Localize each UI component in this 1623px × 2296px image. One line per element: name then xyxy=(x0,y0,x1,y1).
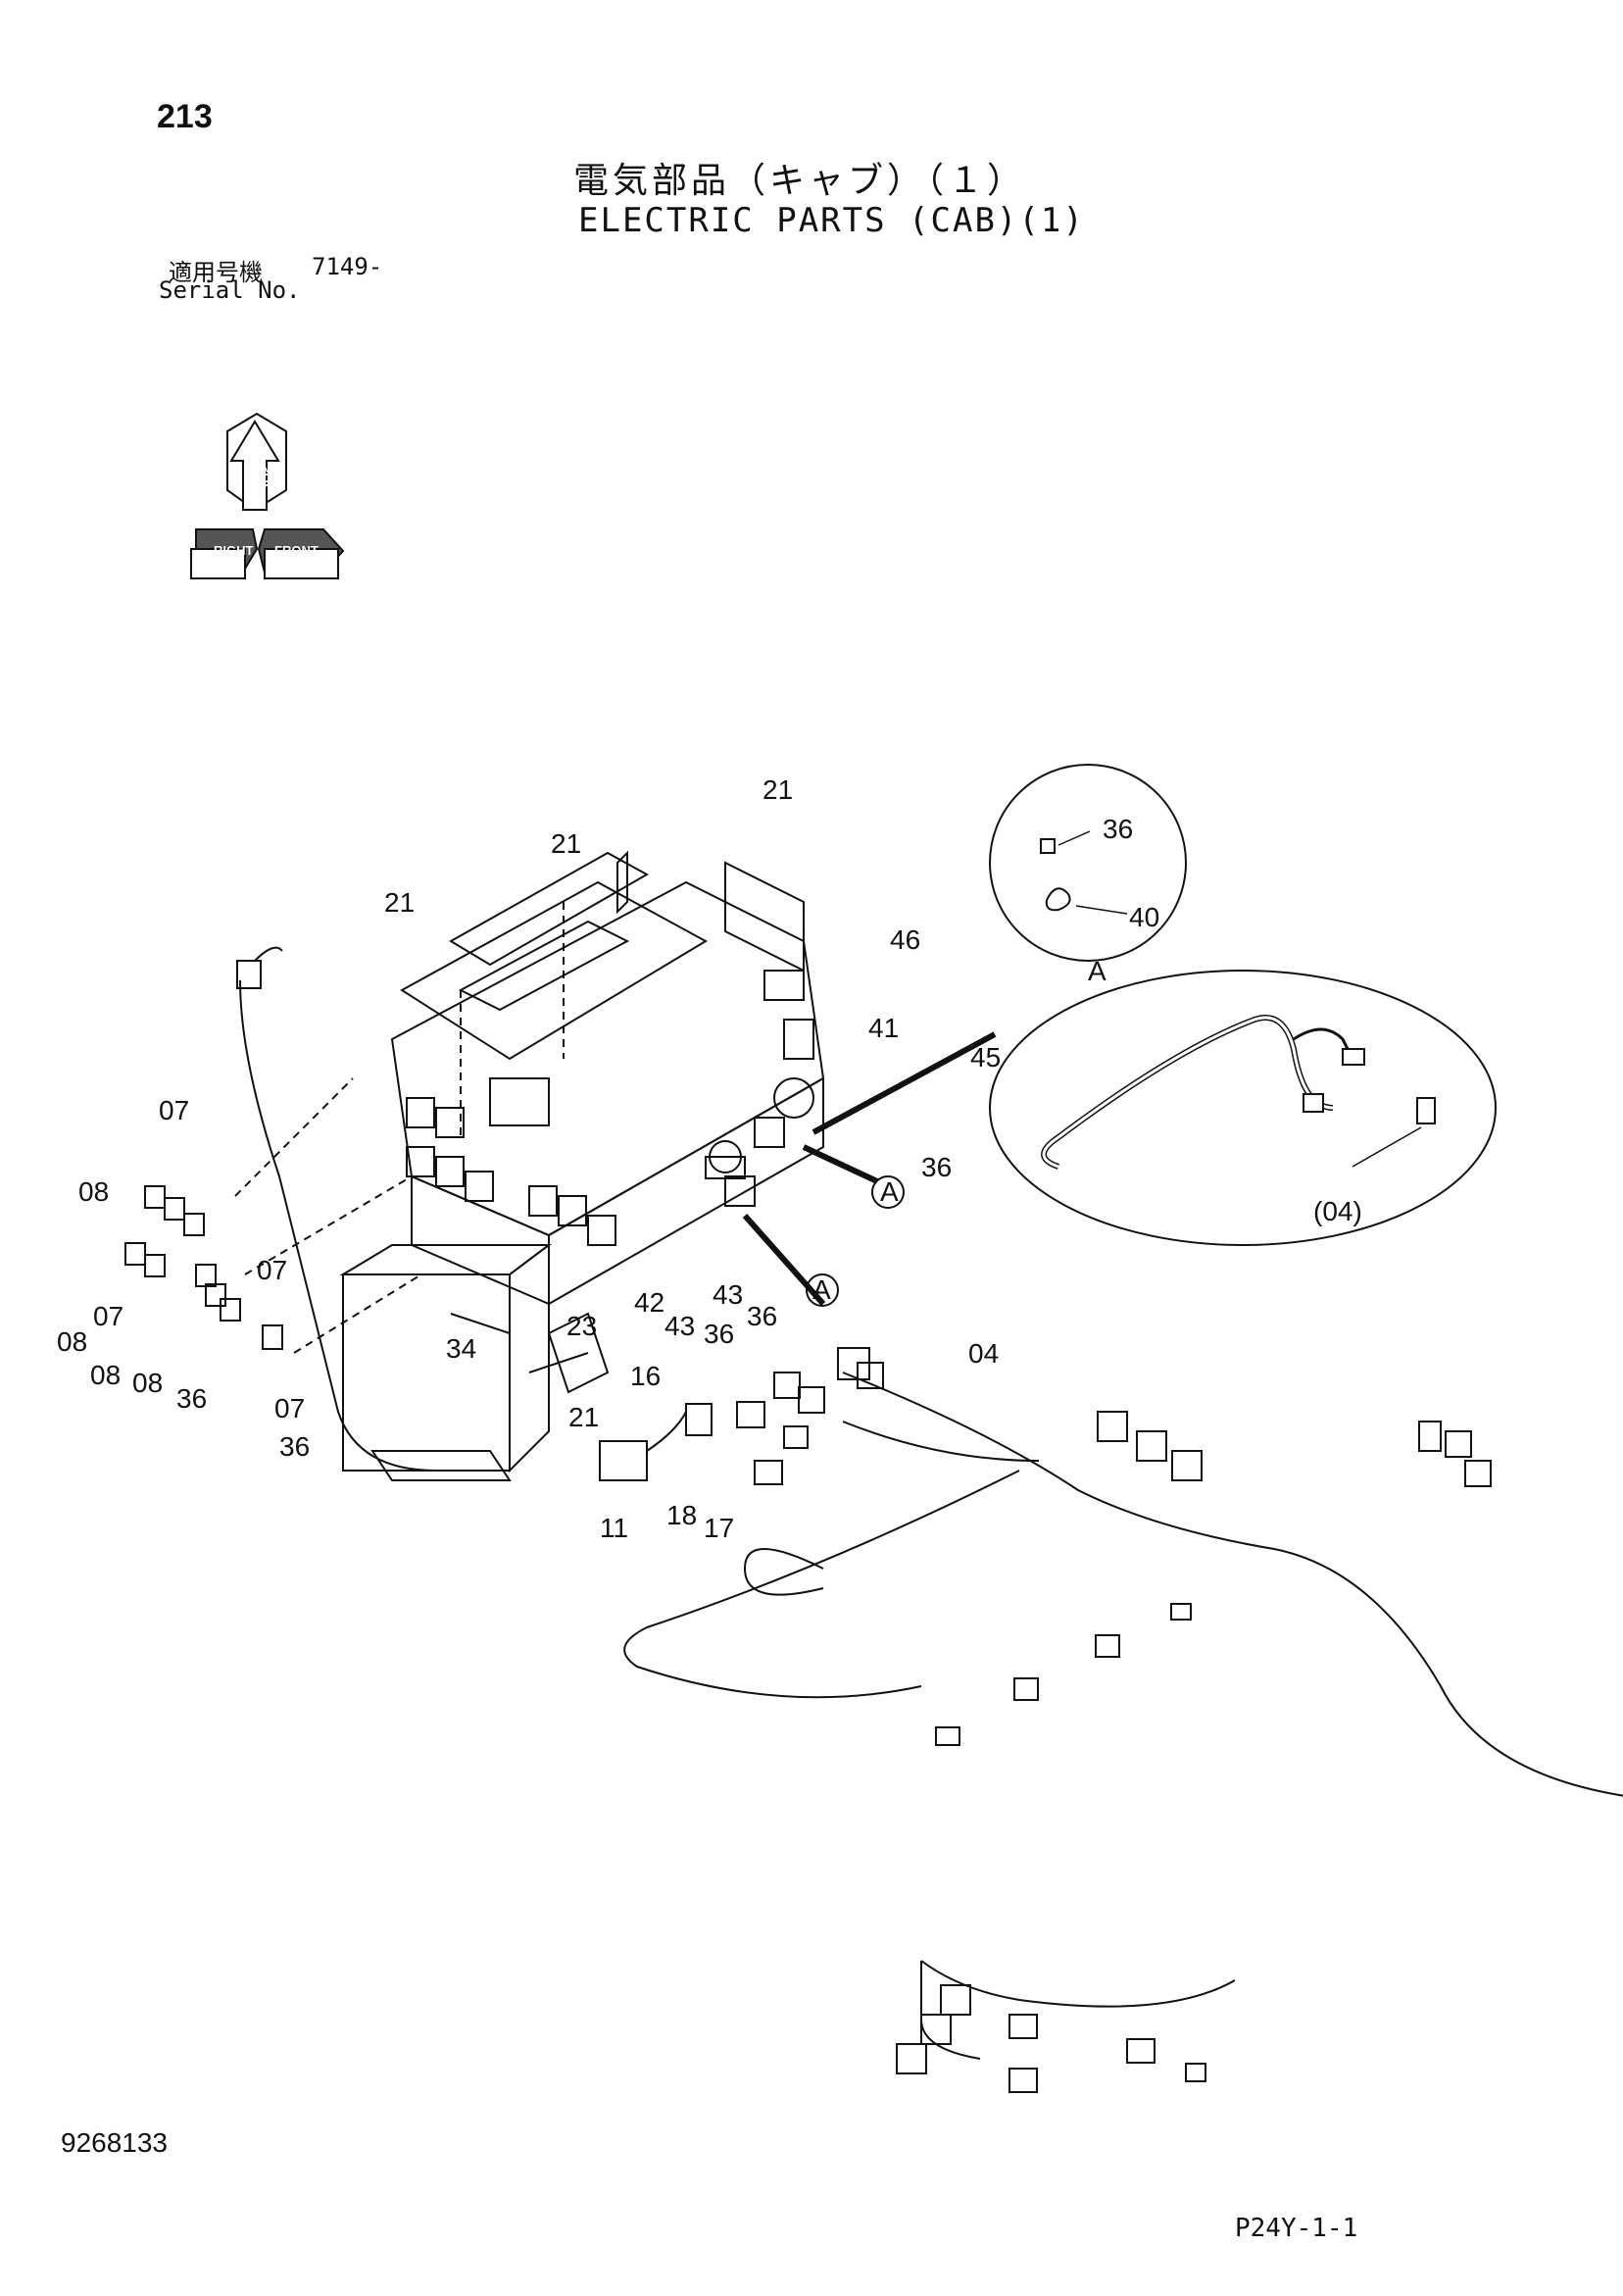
callout-label: 45 xyxy=(970,1042,1001,1073)
callout-label: 43 xyxy=(664,1311,695,1341)
detail-a-circle xyxy=(989,764,1187,962)
serial-label-english: Serial No. xyxy=(159,276,301,304)
serial-value: 7149- xyxy=(312,253,383,280)
cab-electrical-assembly xyxy=(124,850,1623,2093)
part-callouts: 21 21 21 36 40 A 46 41 45 36 (04) 07 08 … xyxy=(57,774,1362,1543)
callout-label: 21 xyxy=(551,828,581,859)
callout-label: 21 xyxy=(568,1402,599,1432)
callout-label: 08 xyxy=(90,1360,121,1390)
page-number: 213 xyxy=(157,98,213,135)
callout-label: 46 xyxy=(890,924,920,955)
callout-label: 40 xyxy=(1129,902,1159,932)
callout-label: 16 xyxy=(630,1361,661,1391)
detail-a-markers xyxy=(806,1175,905,1307)
callout-label: 07 xyxy=(274,1393,305,1423)
page-title-english: ELECTRIC PARTS (CAB)(1) xyxy=(578,201,1085,240)
callout-label: 43 xyxy=(713,1279,743,1310)
callout-label: 21 xyxy=(762,774,793,805)
callout-label: 04 xyxy=(968,1338,999,1369)
orientation-front-label: FRONT xyxy=(274,543,319,558)
callout-label: 36 xyxy=(747,1301,777,1331)
callout-label: 21 xyxy=(384,887,415,918)
harness-detail-ellipse xyxy=(989,970,1497,1246)
callout-label: A xyxy=(1088,956,1107,986)
callout-label: 07 xyxy=(257,1255,287,1285)
callout-label: 11 xyxy=(600,1513,628,1543)
callout-label: 07 xyxy=(93,1301,123,1331)
page-code: P24Y-1-1 xyxy=(1235,2214,1358,2243)
serial-label-japanese: 適用号機 xyxy=(169,259,263,286)
callout-label: 36 xyxy=(704,1319,734,1349)
callout-label: 36 xyxy=(1103,814,1133,844)
callout-label: 07 xyxy=(159,1095,189,1125)
document-number: 9268133 xyxy=(61,2127,169,2158)
page-title-japanese: 電気部品（キャブ）（１） xyxy=(573,161,1027,201)
callout-label: 08 xyxy=(57,1326,87,1357)
orientation-indicator-icon: TOP RIGHT FRONT xyxy=(190,412,345,579)
callout-label: 17 xyxy=(704,1513,734,1543)
callout-label: 36 xyxy=(921,1152,952,1182)
callout-label: 23 xyxy=(566,1311,597,1341)
callout-label: 34 xyxy=(446,1333,476,1364)
callout-label: 42 xyxy=(634,1287,664,1318)
callout-label: 18 xyxy=(666,1500,697,1530)
callout-label: 41 xyxy=(868,1013,899,1043)
callout-label: 36 xyxy=(279,1431,310,1462)
callout-label: A xyxy=(812,1274,831,1305)
callout-label: 36 xyxy=(176,1383,207,1414)
callout-label: 08 xyxy=(132,1368,163,1398)
orientation-right-label: RIGHT xyxy=(214,543,254,558)
callout-label: 08 xyxy=(78,1176,109,1207)
callout-label: (04) xyxy=(1313,1196,1362,1226)
callout-label: A xyxy=(880,1176,899,1207)
